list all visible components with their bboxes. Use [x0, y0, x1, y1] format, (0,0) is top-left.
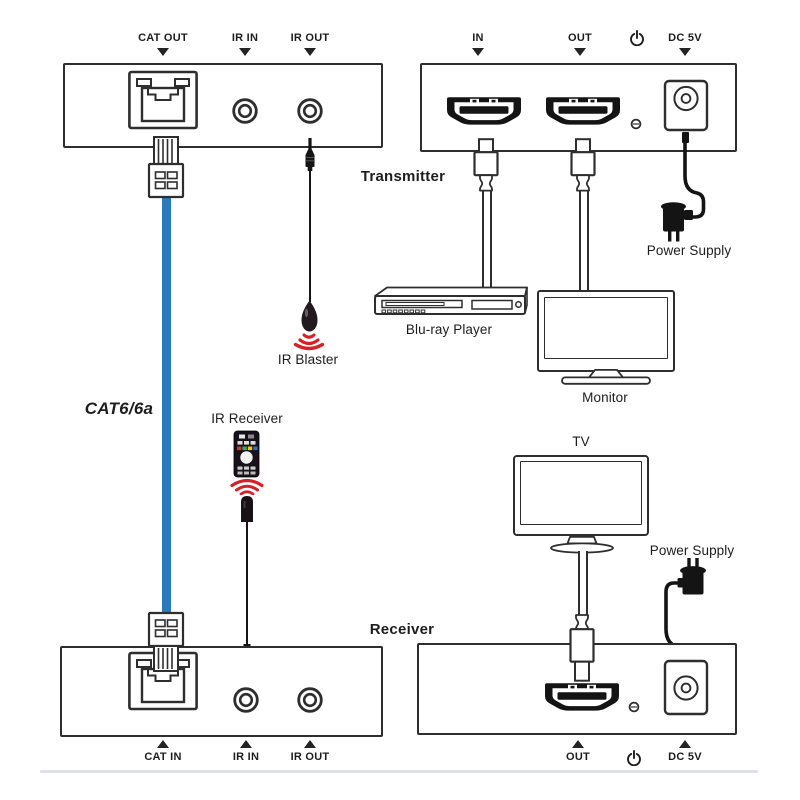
hdmi-cable [577, 551, 588, 616]
power-icon [630, 30, 644, 46]
hdmi-port-icon [447, 97, 521, 125]
power-cable [683, 140, 706, 219]
arrow-down-marker [304, 48, 316, 56]
dc-jack-icon [663, 659, 709, 716]
arrow-up-marker [679, 740, 691, 748]
hdmi-cable [482, 189, 493, 293]
arrow-up-marker [304, 740, 316, 748]
ir-receiver-head-icon [241, 496, 253, 522]
hdmi-plug-icon [570, 138, 596, 192]
label-cat-out: CAT OUT [138, 32, 188, 44]
receiver-rear-unit [60, 646, 383, 737]
led-indicator-icon [630, 118, 642, 130]
label-monitor: Monitor [582, 390, 628, 405]
audio-jack-icon [297, 687, 323, 713]
label-power-supply-bottom: Power Supply [649, 543, 735, 558]
hdmi-plug-icon [473, 138, 499, 192]
label-ir-in-tx: IR IN [231, 32, 259, 44]
tv-stand [550, 536, 614, 554]
label-power-supply-top: Power Supply [646, 243, 732, 258]
monitor-screen [544, 297, 668, 359]
monitor-icon [537, 290, 675, 372]
label-tv: TV [572, 434, 590, 449]
bluray-player-icon [374, 286, 528, 315]
label-ir-out-tx: IR OUT [290, 32, 330, 44]
hdmi-port-icon [546, 97, 620, 125]
label-ir-receiver: IR Receiver [211, 411, 283, 426]
label-hdmi-out-tx: OUT [568, 32, 592, 44]
arrow-down-marker [679, 48, 691, 56]
label-dc5v-rx: DC 5V [668, 751, 702, 763]
label-receiver: Receiver [369, 621, 435, 638]
arrow-down-marker [157, 48, 169, 56]
label-ir-in-rx: IR IN [232, 751, 260, 763]
label-dc5v-tx: DC 5V [668, 32, 702, 44]
power-adapter-icon [677, 558, 706, 595]
power-icon [627, 750, 641, 766]
rj45-plug-icon [147, 136, 185, 199]
ir-receiver-cable [245, 522, 249, 646]
rj45-plug-icon [147, 611, 185, 672]
audio-jack-icon [297, 98, 323, 124]
label-bluray: Blu-ray Player [405, 322, 493, 337]
audio-jack-icon [233, 687, 259, 713]
arrow-down-marker [574, 48, 586, 56]
remote-control-icon [233, 430, 260, 478]
audio-jack-icon [232, 98, 258, 124]
arrow-down-marker [472, 48, 484, 56]
label-cat-cable: CAT6/6a [84, 399, 154, 418]
rj45-port-icon [128, 70, 198, 130]
label-ir-blaster: IR Blaster [277, 352, 339, 367]
led-indicator-icon [628, 701, 640, 713]
label-cat-in: CAT IN [144, 751, 182, 763]
arrow-down-marker [239, 48, 251, 56]
hdmi-cable [579, 189, 590, 291]
label-transmitter: Transmitter [360, 168, 446, 185]
arrow-up-marker [240, 740, 252, 748]
tv-icon [513, 455, 649, 536]
audio-plug-icon [305, 138, 315, 171]
ir-blaster-cable [308, 169, 312, 302]
label-hdmi-out-rx: OUT [566, 751, 590, 763]
ir-blaster-icon [301, 300, 318, 332]
ir-waves-icon [293, 333, 325, 351]
monitor-stand [561, 369, 651, 385]
dc-jack-icon [663, 79, 709, 132]
label-hdmi-in: IN [472, 32, 484, 44]
arrow-up-marker [572, 740, 584, 748]
power-adapter-icon [661, 202, 693, 242]
transmitter-rear-unit [63, 63, 383, 148]
cat-cable [161, 195, 171, 617]
ir-waves-icon [230, 478, 264, 495]
tv-screen [520, 461, 642, 525]
hdmi-port-icon [545, 683, 619, 711]
label-ir-out-rx: IR OUT [290, 751, 330, 763]
separator-line [40, 770, 758, 773]
dc-plug-tip [681, 132, 689, 143]
arrow-up-marker [157, 740, 169, 748]
rj45-port-icon [128, 651, 198, 711]
hdmi-plug-icon [569, 614, 595, 682]
